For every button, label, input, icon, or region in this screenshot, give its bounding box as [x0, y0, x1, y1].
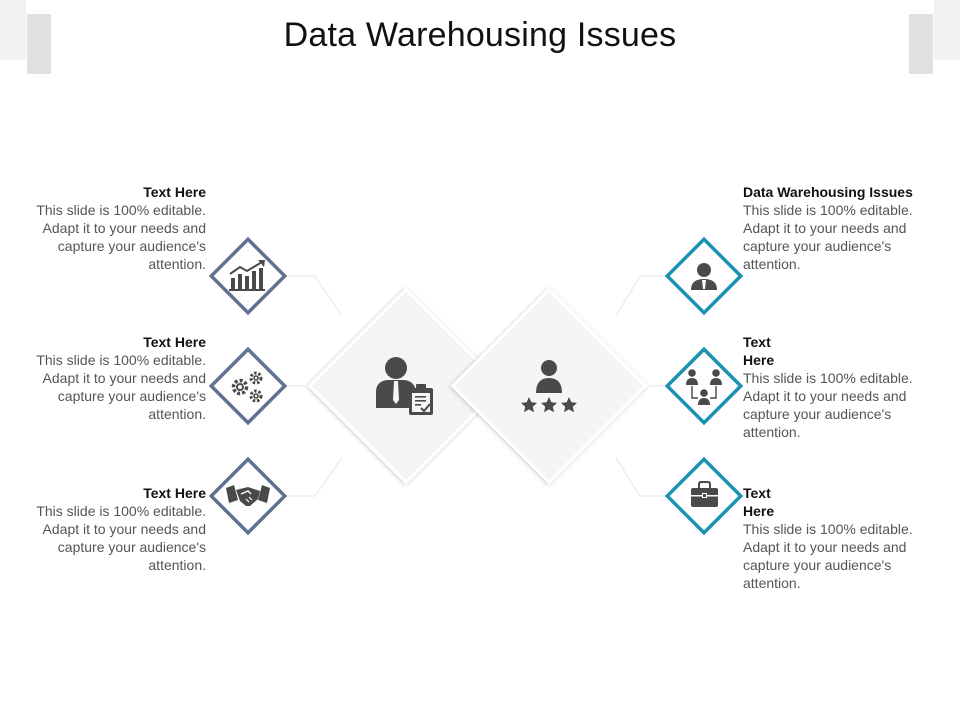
text-block-right-1: Data Warehousing Issues This slide is 10… — [743, 183, 923, 273]
item-body: This slide is 100% editable. Adapt it to… — [36, 352, 206, 422]
side-diamond-right-2 — [664, 346, 744, 426]
item-heading: Text Here — [743, 334, 775, 368]
corner-decoration-right-bar — [909, 14, 933, 74]
text-block-left-2: Text Here This slide is 100% editable. A… — [26, 333, 206, 423]
item-body: This slide is 100% editable. Adapt it to… — [36, 202, 206, 272]
item-heading: Text Here — [143, 184, 206, 200]
text-block-left-3: Text Here This slide is 100% editable. A… — [26, 484, 206, 574]
connector-left-1 — [286, 275, 343, 317]
item-heading: Data Warehousing Issues — [743, 184, 913, 200]
team-network-icon — [686, 369, 722, 405]
businessman-clipboard-icon — [376, 357, 433, 415]
slide-title: Data Warehousing Issues — [283, 16, 677, 54]
text-block-left-1: Text Here This slide is 100% editable. A… — [26, 183, 206, 273]
connector-lines — [286, 275, 668, 497]
briefcase-icon — [691, 481, 718, 507]
item-body: This slide is 100% editable. Adapt it to… — [36, 503, 206, 573]
item-body: This slide is 100% editable. Adapt it to… — [743, 521, 913, 591]
handshake-icon — [226, 485, 270, 506]
item-heading: Text Here — [143, 334, 206, 350]
item-heading: Text Here — [143, 485, 206, 501]
corner-decoration-left-top — [0, 0, 26, 60]
connector-right-3 — [615, 457, 668, 497]
user-icon — [691, 263, 717, 290]
item-heading: Text Here — [743, 485, 775, 519]
person-three-stars-icon — [521, 360, 577, 413]
corner-decoration-left-bar — [27, 14, 51, 74]
side-diamond-left-2 — [208, 346, 288, 426]
bar-chart-growth-icon — [229, 260, 265, 291]
text-block-right-3: Text Here This slide is 100% editable. A… — [743, 484, 923, 592]
item-body: This slide is 100% editable. Adapt it to… — [743, 370, 913, 440]
connector-right-1 — [615, 275, 668, 317]
corner-decoration-right-top — [934, 0, 960, 60]
gears-icon — [231, 371, 263, 403]
item-body: This slide is 100% editable. Adapt it to… — [743, 202, 913, 272]
connector-left-3 — [286, 457, 343, 497]
text-block-right-2: Text Here This slide is 100% editable. A… — [743, 333, 923, 441]
